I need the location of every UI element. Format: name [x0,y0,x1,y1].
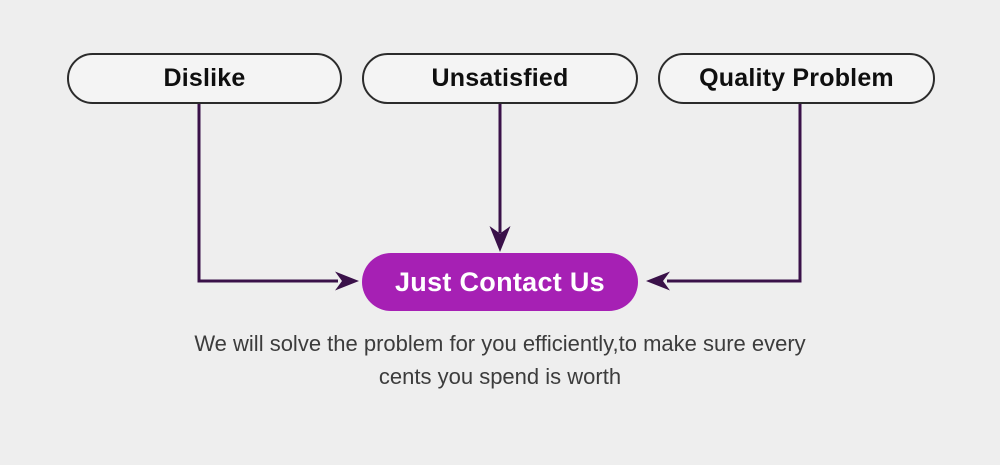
arrow-quality-line [667,104,802,283]
arrow-down-head-icon [489,226,511,252]
reason-pill-quality-problem-label: Quality Problem [699,64,894,92]
caption-line-1: We will solve the problem for you effici… [194,331,806,356]
reason-pill-unsatisfied-label: Unsatisfied [431,64,569,92]
arrow-quality-to-cta [646,104,802,291]
arrow-right-head-icon [335,271,359,291]
arrow-dislike-to-cta [197,104,359,291]
reason-pill-dislike-label: Dislike [163,64,246,92]
contact-us-button[interactable]: Just Contact Us [362,253,638,311]
reason-pill-unsatisfied: Unsatisfied [362,53,638,104]
caption-text: We will solve the problem for you effici… [0,327,1000,393]
reason-pill-dislike: Dislike [67,53,342,104]
contact-us-button-label: Just Contact Us [394,266,606,297]
reason-pill-quality-problem: Quality Problem [658,53,935,104]
arrow-dislike-line [197,104,338,283]
arrow-left-head-icon [646,271,670,291]
caption-line-2: cents you spend is worth [378,364,622,389]
arrow-unsatisfied-to-cta [489,104,511,252]
